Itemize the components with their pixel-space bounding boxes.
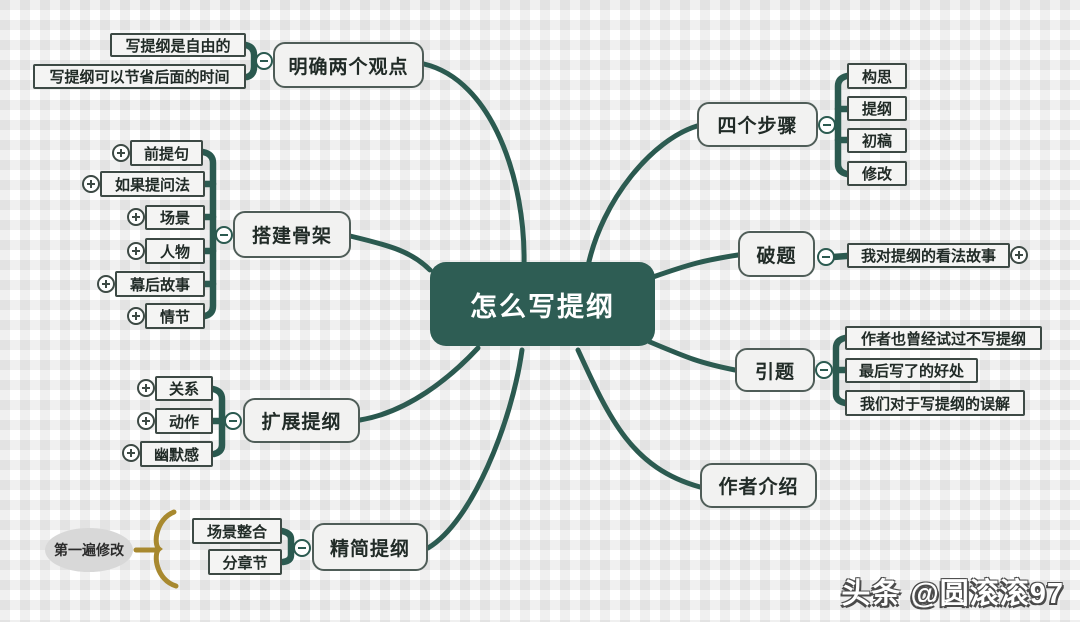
plus-circle-icon[interactable]: [97, 275, 115, 293]
leaf-outline[interactable]: 提纲: [847, 96, 907, 121]
connector-curves: [347, 61, 741, 551]
leaf-backstory[interactable]: 幕后故事: [115, 271, 205, 297]
branch-node-build-skeleton[interactable]: 搭建骨架: [233, 211, 351, 258]
leaf-premise-sentence[interactable]: 前提句: [130, 140, 203, 166]
leaf-humor[interactable]: 幽默感: [140, 441, 213, 467]
connector-curve: [425, 347, 525, 551]
minus-circle-icon[interactable]: [293, 539, 311, 557]
minus-circle-icon[interactable]: [224, 412, 242, 430]
plus-circle-icon[interactable]: [112, 144, 130, 162]
plus-circle-icon[interactable]: [127, 242, 145, 260]
minus-circle-icon[interactable]: [215, 226, 233, 244]
children-bracket: [242, 41, 258, 81]
children-bracket: [199, 148, 217, 320]
branch-node-break-topic[interactable]: 破题: [738, 231, 815, 277]
branch-node-simplify-outline[interactable]: 精简提纲: [312, 523, 428, 571]
branch-node-author-intro[interactable]: 作者介绍: [700, 463, 817, 508]
leaf-what-if-method[interactable]: 如果提问法: [100, 171, 205, 197]
leaf-scene[interactable]: 场景: [145, 205, 205, 230]
leaf-outline-is-free[interactable]: 写提纲是自由的: [110, 33, 246, 57]
branch-node-two-viewpoints[interactable]: 明确两个观点: [273, 42, 424, 88]
minus-circle-icon[interactable]: [255, 52, 273, 70]
leaf-relationship[interactable]: 关系: [155, 376, 213, 401]
leaf-outline-saves-time[interactable]: 写提纲可以节省后面的时间: [33, 64, 246, 89]
leaf-my-view-story[interactable]: 我对提纲的看法故事: [847, 243, 1010, 268]
branch-node-expand-outline[interactable]: 扩展提纲: [243, 398, 360, 443]
leaf-plot[interactable]: 情节: [145, 303, 205, 329]
connector-curve: [421, 61, 527, 269]
watermark-text: 头条 @圆滚滚97: [841, 578, 1064, 610]
central-topic-node[interactable]: 怎么写提纲: [430, 262, 655, 346]
connector-curve: [575, 347, 703, 490]
leaf-outline-misunderstanding[interactable]: 我们对于写提纲的误解: [845, 390, 1025, 416]
children-brackets: [199, 41, 851, 566]
expand-toggles: [82, 144, 1028, 462]
plus-circle-icon[interactable]: [122, 444, 140, 462]
connector-curve: [357, 345, 481, 423]
branch-node-lead-in[interactable]: 引题: [735, 348, 815, 392]
minus-circle-icon[interactable]: [815, 361, 833, 379]
leaf-concept[interactable]: 构思: [847, 63, 907, 89]
plus-circle-icon[interactable]: [137, 379, 155, 397]
connector-curve: [647, 339, 738, 373]
connector-curve: [347, 233, 433, 273]
annotation-brace: [133, 509, 179, 589]
annotation-callout-first-revision[interactable]: 第一遍修改: [45, 528, 133, 572]
connector-curve: [650, 252, 741, 280]
plus-circle-icon[interactable]: [127, 307, 145, 325]
leaf-action[interactable]: 动作: [155, 408, 213, 434]
children-bracket: [829, 252, 851, 261]
plus-circle-icon[interactable]: [1010, 246, 1028, 264]
leaf-chapter-split[interactable]: 分章节: [208, 549, 282, 575]
leaf-scene-merge[interactable]: 场景整合: [192, 518, 282, 544]
minus-circle-icon[interactable]: [817, 248, 835, 266]
minus-circle-icon[interactable]: [818, 116, 836, 134]
plus-circle-icon[interactable]: [82, 175, 100, 193]
plus-circle-icon[interactable]: [127, 208, 145, 226]
annotation-brace-curve: [153, 509, 179, 589]
children-bracket: [834, 72, 851, 178]
leaf-first-draft[interactable]: 初稿: [847, 128, 907, 153]
leaf-benefits-of-writing[interactable]: 最后写了的好处: [845, 358, 978, 383]
connector-curve: [585, 123, 700, 269]
leaf-revise[interactable]: 修改: [847, 161, 907, 186]
collapse-toggles: [215, 52, 836, 557]
leaf-author-tried-no-outline[interactable]: 作者也曾经试过不写提纲: [845, 326, 1042, 350]
children-bracket: [278, 527, 295, 566]
leaf-character[interactable]: 人物: [145, 238, 205, 264]
plus-circle-icon[interactable]: [137, 412, 155, 430]
branch-node-four-steps[interactable]: 四个步骤: [697, 102, 818, 147]
